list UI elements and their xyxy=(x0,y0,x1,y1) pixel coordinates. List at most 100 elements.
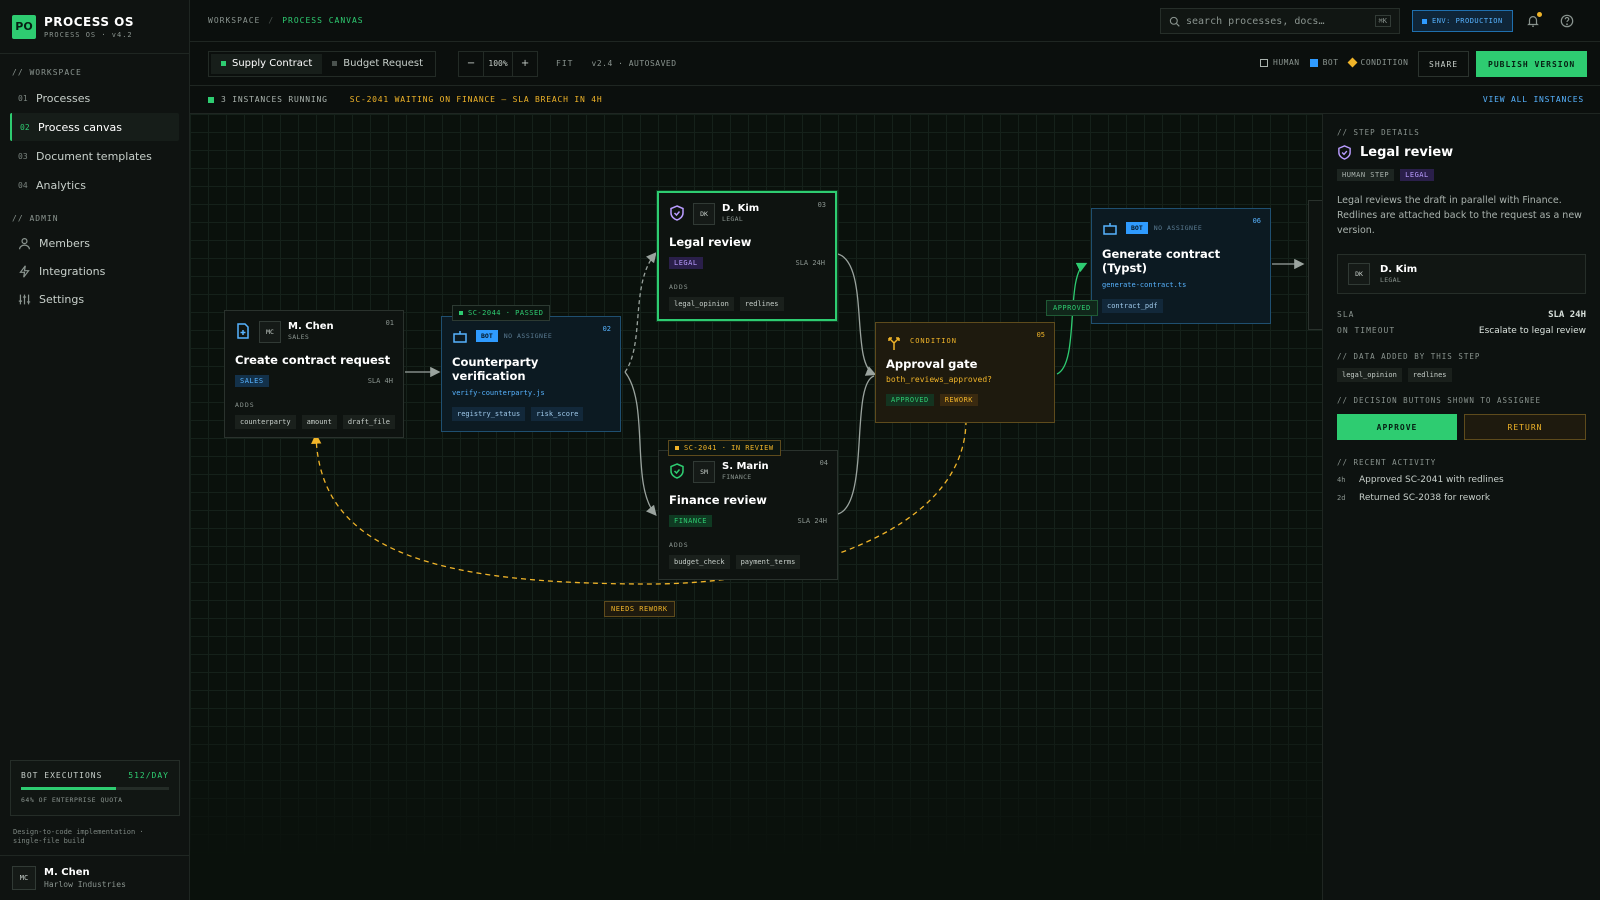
assignee-card[interactable]: DK D. Kim LEGAL xyxy=(1337,254,1586,294)
notifications-button[interactable] xyxy=(1526,12,1542,29)
edge-3-5 xyxy=(837,253,877,376)
legend-human: HUMAN xyxy=(1273,58,1300,67)
sidebar-item-members[interactable]: Members xyxy=(10,230,179,257)
environment-badge[interactable]: ENV: PRODUCTION xyxy=(1412,10,1513,32)
search-icon xyxy=(1169,16,1180,27)
node-index: 05 xyxy=(1036,331,1045,339)
shield-check-icon xyxy=(669,463,685,479)
panel-title: Legal review xyxy=(1360,145,1454,160)
sla-label: SLA 24H xyxy=(795,259,825,267)
node-title: Generate contract (Typst) xyxy=(1102,247,1221,275)
condition-expression: both_reviews_approved? xyxy=(886,375,992,384)
zoom-control: − 100% + xyxy=(458,50,539,77)
tab-label: Supply Contract xyxy=(232,58,313,69)
data-chip: legal_opinion xyxy=(669,297,734,311)
publish-version-button[interactable]: PUBLISH VERSION xyxy=(1476,51,1588,77)
user-org: Harlow Industries xyxy=(44,880,126,889)
node-index: 06 xyxy=(1252,217,1261,225)
nav-num: 01 xyxy=(18,93,28,103)
needs-rework-edge-label: NEEDS REWORK xyxy=(604,601,675,617)
instance-chip-sc-2041[interactable]: SC-2041 · IN REVIEW xyxy=(668,440,781,456)
edge-2-3 xyxy=(624,252,657,373)
user-name: M. Chen xyxy=(44,867,90,878)
activity-text: Approved SC-2041 with redlines xyxy=(1359,475,1504,485)
edge-5-6 xyxy=(1056,262,1088,375)
condition-label: CONDITION xyxy=(910,337,957,345)
adds-label: ADDS xyxy=(669,283,689,291)
quota-label: BOT EXECUTIONS xyxy=(21,771,103,780)
dept-tag: FINANCE xyxy=(669,515,713,527)
top-bar: WORKSPACE/PROCESS CANVAS search processe… xyxy=(190,0,1600,42)
process-node-generate-contract[interactable]: 06 BOT NO ASSIGNEE Generate contract (Ty… xyxy=(1091,208,1271,324)
avatar: SM xyxy=(693,461,715,483)
approved-outcome-tag: APPROVED xyxy=(886,394,934,406)
data-chip: payment_terms xyxy=(735,555,801,569)
assignee-dept: FINANCE xyxy=(722,473,752,481)
adds-label: ADDS xyxy=(669,541,689,549)
tab-budget-request[interactable]: Budget Request xyxy=(322,54,433,74)
assignee-name: D. Kim xyxy=(1380,264,1418,275)
script-name: generate-contract.ts xyxy=(1102,281,1187,289)
legend-condition: CONDITION xyxy=(1360,58,1409,67)
node-title: Legal review xyxy=(669,235,752,249)
return-button[interactable]: RETURN xyxy=(1464,414,1586,440)
sidebar-item-settings[interactable]: Settings xyxy=(10,286,179,313)
dept-tag: LEGAL xyxy=(669,257,703,269)
process-node-next-partial[interactable] xyxy=(1308,200,1322,330)
approve-button[interactable]: APPROVE xyxy=(1337,414,1457,440)
app-title: PROCESS OS xyxy=(44,14,135,29)
data-chip: redlines xyxy=(739,297,784,311)
fit-button[interactable]: FIT xyxy=(556,59,574,68)
step-type-tag: HUMAN STEP xyxy=(1337,169,1395,181)
rework-outcome-tag: REWORK xyxy=(939,394,979,406)
current-user[interactable]: MC M. Chen Harlow Industries xyxy=(0,855,190,900)
quota-bar xyxy=(21,787,169,790)
sidebar-item-integrations[interactable]: Integrations xyxy=(10,258,179,285)
bot-legend-swatch xyxy=(1309,58,1318,67)
env-label: ENV: PRODUCTION xyxy=(1432,17,1503,25)
data-chip: redlines xyxy=(1407,368,1452,382)
zoom-in-button[interactable]: + xyxy=(520,58,530,69)
assignee-name: D. Kim xyxy=(722,203,760,214)
breadcrumb-workspace[interactable]: WORKSPACE xyxy=(208,16,261,25)
share-button[interactable]: SHARE xyxy=(1418,51,1470,77)
search-input[interactable]: search processes, docs… ⌘K xyxy=(1160,8,1400,34)
needs-rework-text: NEEDS REWORK xyxy=(611,605,668,613)
process-node-counterparty-verification[interactable]: 02 BOT NO ASSIGNEE Counterparty verifica… xyxy=(441,316,621,432)
tab-supply-contract[interactable]: Supply Contract xyxy=(211,53,323,74)
canvas-fade xyxy=(190,694,1322,900)
view-all-instances-link[interactable]: VIEW ALL INSTANCES xyxy=(1482,95,1584,104)
instance-status-bar: 3 INSTANCES RUNNING SC-2041 WAITING ON F… xyxy=(190,86,1600,114)
robot-icon xyxy=(452,329,468,345)
data-chip: draft_file xyxy=(342,415,396,429)
node-index: 02 xyxy=(602,325,611,333)
node-index: 03 xyxy=(817,201,826,209)
activity-text: Returned SC-2038 for rework xyxy=(1359,493,1491,503)
nav-num: 02 xyxy=(20,122,30,132)
process-node-approval-gate[interactable]: 05 CONDITION Approval gate both_reviews_… xyxy=(875,322,1055,423)
timeout-key: ON TIMEOUT xyxy=(1337,326,1396,335)
sidebar: PO PROCESS OS PROCESS OS · v4.2 // WORKS… xyxy=(0,0,190,900)
zoom-out-button[interactable]: − xyxy=(466,58,476,69)
bell-icon xyxy=(1527,16,1539,27)
assignee-dept: SALES xyxy=(288,333,310,341)
panel-section-label: // STEP DETAILS xyxy=(1337,128,1420,137)
help-button[interactable] xyxy=(1560,13,1576,29)
timeout-value: Escalate to legal review xyxy=(1478,326,1586,336)
instance-chip-sc-2044[interactable]: SC-2044 · PASSED xyxy=(452,305,551,321)
step-details-panel: // STEP DETAILS Legal review HUMAN STEP … xyxy=(1322,114,1600,900)
sla-warning: SC-2041 WAITING ON FINANCE — SLA BREACH … xyxy=(349,95,603,104)
assignee-dept: LEGAL xyxy=(1380,276,1402,284)
search-placeholder: search processes, docs… xyxy=(1186,15,1325,27)
assignee-name: S. Marin xyxy=(722,461,769,472)
legend-bot: BOT xyxy=(1322,58,1339,67)
